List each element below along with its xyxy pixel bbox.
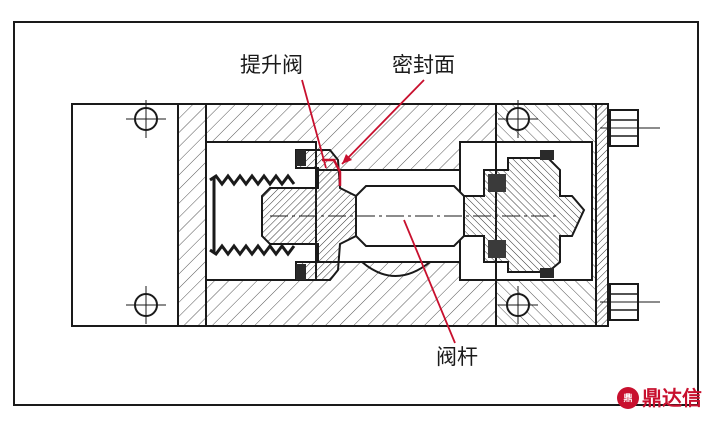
watermark-emblem-icon — [617, 387, 639, 409]
sealing-face-mark — [322, 158, 342, 186]
bolt-hole-bottom-left — [126, 286, 166, 324]
left-end-cap — [71, 103, 179, 327]
right-end-plate — [595, 103, 609, 327]
label-valve-stem: 阀杆 — [436, 345, 478, 369]
left-flange — [177, 103, 207, 327]
watermark-text: 鼎达信 — [642, 386, 702, 410]
leader-lines — [301, 79, 456, 344]
watermark-emblem-text: 鼎 — [623, 392, 632, 404]
bolt-hole-bottom-right — [498, 286, 538, 324]
watermark-logo: 鼎 鼎达信 — [617, 386, 702, 410]
bolt-hole-top-left — [126, 100, 166, 138]
label-sealing-face: 密封面 — [392, 53, 455, 77]
label-poppet-valve: 提升阀 — [240, 53, 303, 77]
poppet-valve — [261, 149, 357, 281]
return-spring — [209, 173, 296, 257]
right-piston — [463, 150, 586, 278]
bolt-hole-top-right — [498, 100, 538, 138]
outer-frame — [13, 21, 699, 406]
